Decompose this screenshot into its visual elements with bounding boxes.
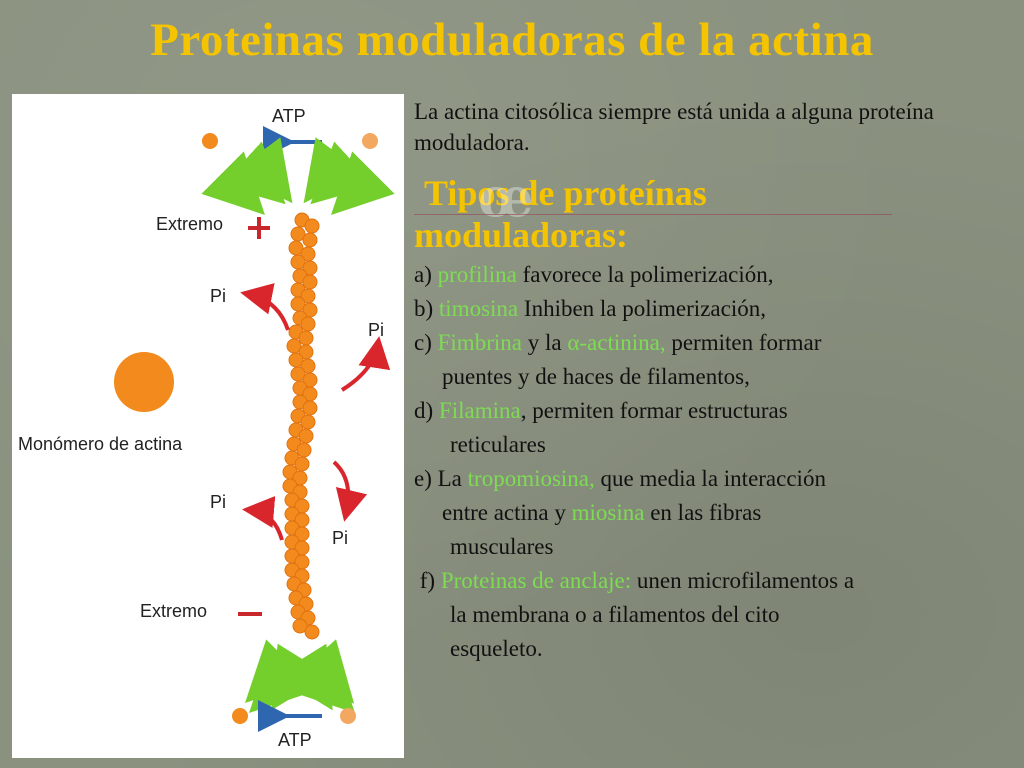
item-a-prefix: a) [414, 262, 438, 287]
decorative-glyph-icon: œ [478, 165, 534, 229]
green-arrows-bottom [245, 639, 355, 713]
item-c-highlight: Fimbrina [437, 330, 522, 355]
free-monomer-bottom-right [340, 708, 356, 724]
item-d-highlight: Filamina [438, 398, 521, 423]
actin-monomer-large [114, 352, 174, 412]
extremo-minus-label: Extremo [140, 601, 208, 621]
item-f-continuation-2: esqueleto. [450, 636, 543, 661]
item-d-continuation: reticulares [450, 432, 546, 457]
item-a-highlight: profilina [437, 262, 517, 287]
protein-list: a) profilina favorece la polimerización,… [414, 258, 1019, 666]
subheading-line-2: moduladoras: [414, 215, 629, 255]
extremo-plus-label: Extremo [156, 214, 224, 234]
subheading-rule [414, 214, 892, 215]
item-d-prefix: d) [414, 398, 439, 423]
free-monomer-top-left [202, 133, 218, 149]
list-item-a: a) profilina favorece la polimerización, [414, 258, 1019, 292]
list-item-c: c) Fimbrina y la α-actinina, permiten fo… [414, 326, 1019, 394]
slide-text-body: La actina citosólica siempre está unida … [414, 96, 1019, 666]
item-f-text: unen microfilamentos a [631, 568, 855, 593]
free-monomer-top-right [362, 133, 378, 149]
item-e-text: que media la interacción [594, 466, 826, 491]
intro-paragraph: La actina citosólica siempre está unida … [414, 99, 934, 155]
pi-release-arrow-2 [340, 336, 391, 392]
item-e-cont-highlight: miosina [571, 500, 645, 525]
pi-label-1: Pi [210, 286, 227, 306]
item-b-prefix: b) [414, 296, 439, 321]
item-b-text: Inhiben la polimerización, [518, 296, 766, 321]
item-f-continuation: la membrana o a filamentos del cito [450, 602, 780, 627]
item-e-continuation: entre actina y miosina en las fibras [414, 496, 1019, 530]
atp-label-top: ATP [272, 106, 306, 126]
monomer-label: Monómero de actina [18, 434, 183, 454]
item-a-text: favorece la polimerización, [516, 262, 774, 287]
free-monomer-bottom-left [232, 708, 248, 724]
subheading-line-1: Tipos de proteínas [424, 173, 707, 213]
item-c-highlight-2: α-actinina, [567, 330, 666, 355]
item-b-highlight: timosina [438, 296, 519, 321]
list-item-d: d) Filamina, permiten formar estructuras… [414, 394, 1019, 462]
item-d-text: , permiten formar estructuras [520, 398, 788, 423]
actin-filament [282, 212, 320, 640]
pi-label-2: Pi [368, 320, 385, 340]
pi-release-arrow-1 [240, 283, 290, 331]
plus-end-sign [248, 217, 270, 239]
item-e-continuation-2: musculares [450, 534, 554, 559]
green-arrows-top [201, 137, 395, 215]
item-c-prefix: c) [414, 330, 438, 355]
pi-release-arrow-4 [242, 496, 284, 541]
list-item-b: b) timosina Inhiben la polimerización, [414, 292, 1019, 326]
item-f-highlight: Proteinas de anclaje: [440, 568, 632, 593]
item-e-prefix: e) La [414, 466, 468, 491]
item-f-prefix: f) [414, 568, 441, 593]
item-e-highlight: tropomiosina, [467, 466, 595, 491]
item-e-cont-a: entre actina y [442, 500, 572, 525]
item-c-text: permiten formar [665, 330, 822, 355]
pi-label-4: Pi [332, 528, 349, 548]
atp-label-bottom: ATP [278, 730, 312, 750]
subheading: œ Tipos de proteínas moduladoras: [414, 165, 1019, 256]
item-c-mid: y la [521, 330, 568, 355]
slide-title: Proteinas moduladoras de la actina [150, 14, 874, 66]
list-item-e: e) La tropomiosina, que media la interac… [414, 462, 1019, 564]
list-item-f: f) Proteinas de anclaje: unen microfilam… [414, 564, 1019, 666]
actin-diagram-svg [114, 126, 395, 732]
item-e-cont-b: en las fibras [644, 500, 762, 525]
actin-polymerization-figure: ATP Extremo Pi Pi Monómero de actina Pi … [12, 94, 404, 758]
item-c-continuation: puentes y de haces de filamentos, [442, 364, 750, 389]
pi-release-arrow-3 [332, 460, 368, 522]
pi-label-3: Pi [210, 492, 227, 512]
